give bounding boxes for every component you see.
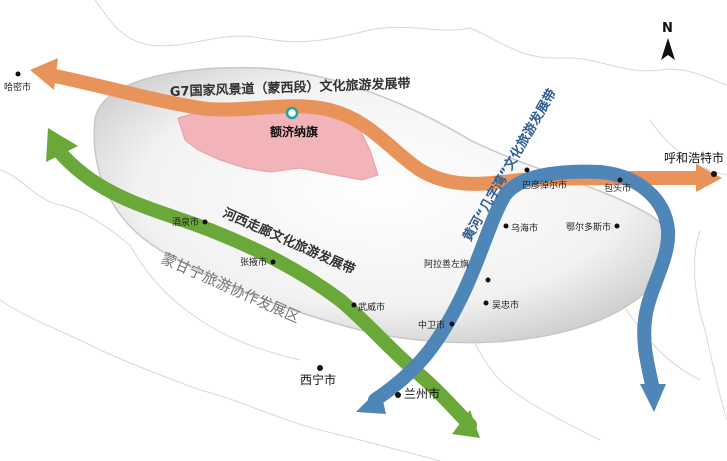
city-dot-alxa [485,277,491,283]
city-dot-jiuquan [202,219,208,225]
city-label-zhongwei: 中卫市 [418,319,445,331]
city-label-zhangye: 张掖市 [240,256,267,268]
city-dot-lanzhou [395,392,401,398]
city-label-bayannur: 巴彦淖尔市 [522,179,567,191]
city-dot-zhongwei [449,321,455,327]
north-arrow: N [661,21,675,60]
city-dot-wuhai [503,223,509,229]
city-dot-bayannur [524,167,530,173]
city-dot-ordos [614,223,620,229]
city-label-hami: 哈密市 [4,81,31,93]
city-label-lanzhou: 兰州市 [404,386,440,401]
city-dot-zhangye [270,259,276,265]
city-label-wuwei: 武威市 [358,301,385,313]
city-dot-xining [317,365,323,371]
city-label-alxa: 阿拉善左旗 [424,258,469,270]
city-label-ordos: 鄂尔多斯市 [566,221,611,233]
city-dot-baotou [617,177,623,183]
city-label-xining: 西宁市 [300,372,336,387]
yellow-river-arrow [356,164,676,414]
ejina-label: 额济纳旗 [270,124,318,139]
city-markers [15,71,717,398]
city-label-wuhai: 乌海市 [511,222,538,234]
city-dot-wuwei [351,302,357,308]
ejina-marker [285,106,299,120]
city-label-wuzhong: 吴忠市 [492,299,519,311]
city-dot-hami [15,71,21,77]
hexi-arrow [46,128,480,438]
city-label-hohhot: 呼和浩特市 [664,150,724,165]
north-label: N [662,21,673,36]
city-labels: 哈密市 酒泉市 张掖市 武威市 西宁市 兰州市 中卫市 吴忠市 阿拉善左旗 乌海… [4,81,724,401]
city-label-jiuquan: 酒泉市 [172,216,199,228]
city-dot-hohhot [711,171,717,177]
north-arrow-icon [661,38,675,60]
city-label-baotou: 包头市 [604,182,631,194]
city-dot-wuzhong [483,300,489,306]
